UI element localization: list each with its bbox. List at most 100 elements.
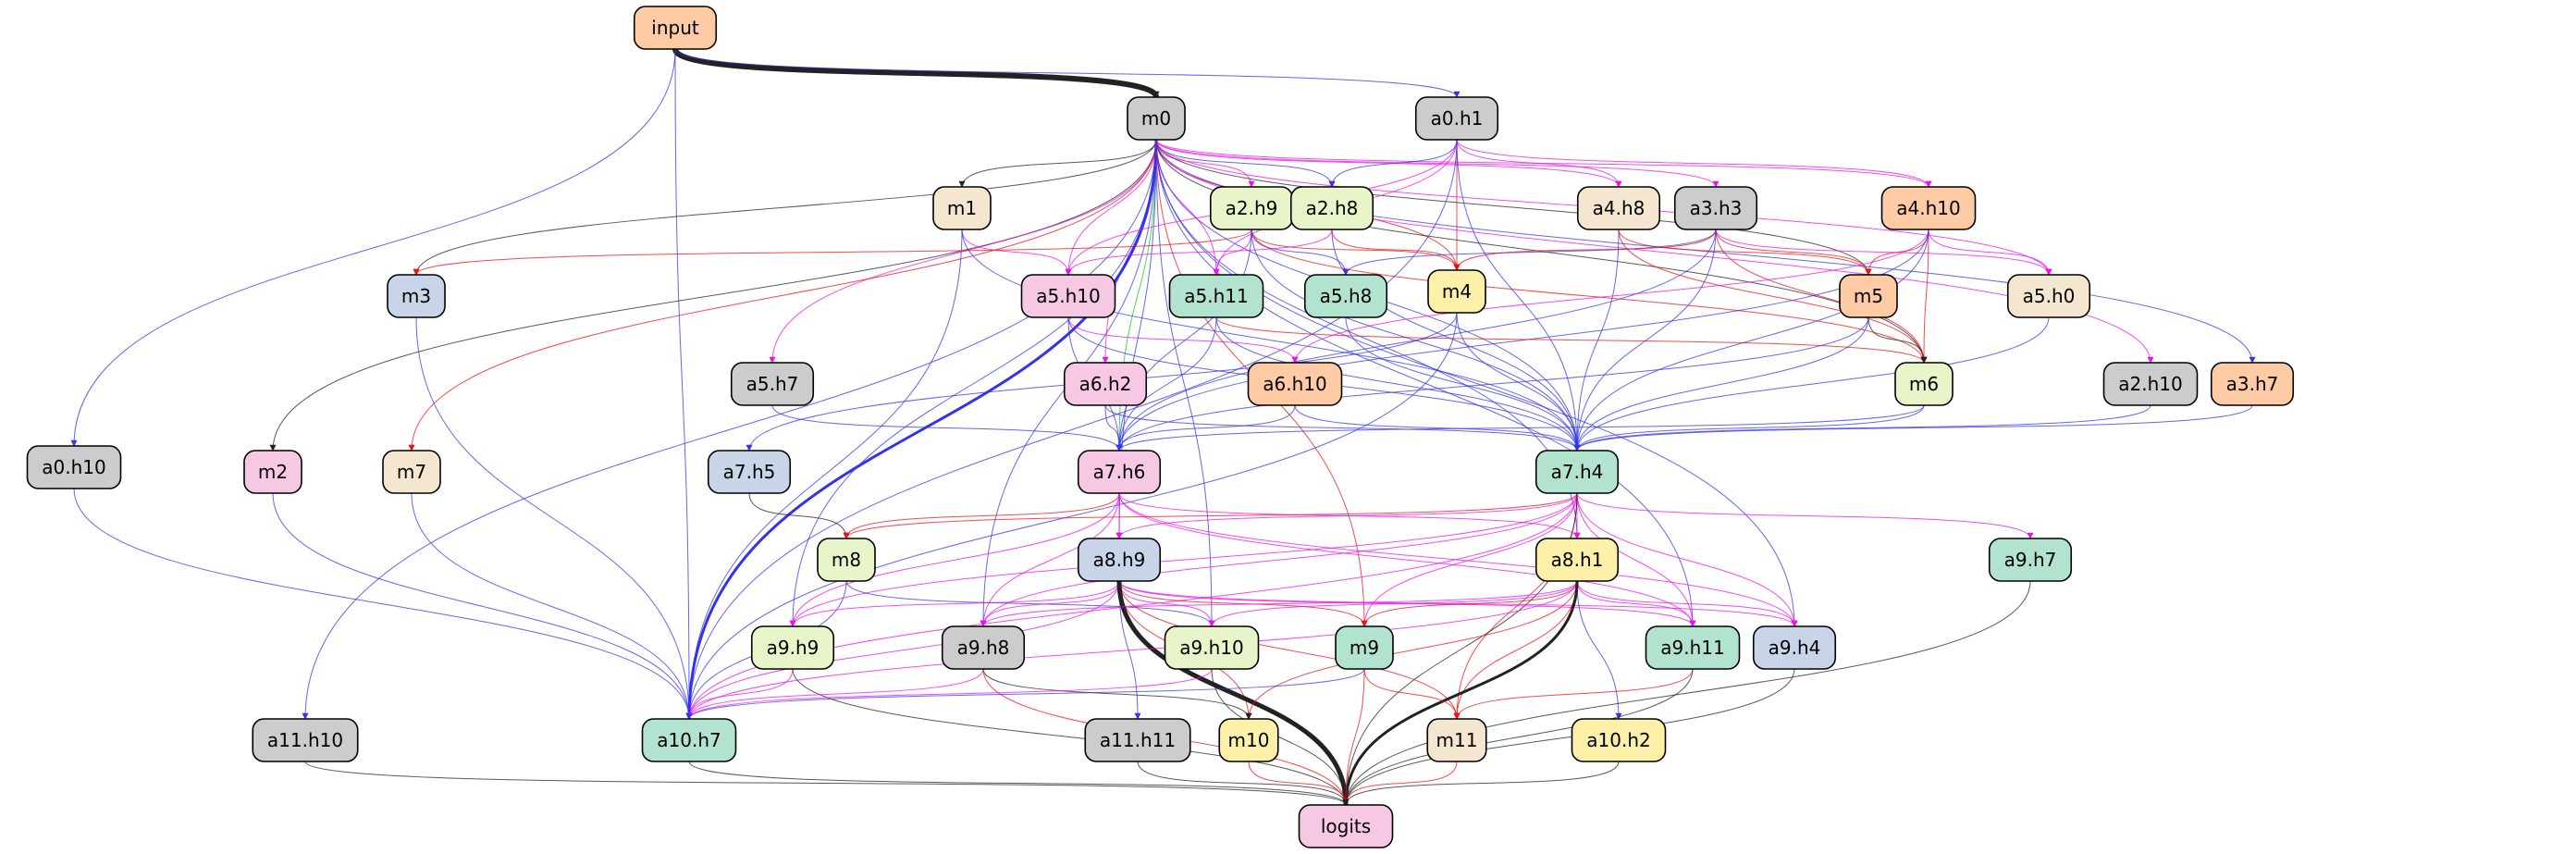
edge-m1-to-a7-h4 bbox=[961, 229, 1581, 452]
edge-m0-to-a9-h11 bbox=[1155, 139, 1696, 627]
node-a5-h0[interactable]: a5.h0 bbox=[2006, 274, 2091, 318]
edge-a0-h1-to-a4-h8 bbox=[1456, 139, 1622, 188]
node-box bbox=[1571, 718, 1667, 762]
node-a11-h10[interactable]: a11.h10 bbox=[252, 718, 359, 762]
node-label: a11.h11 bbox=[1100, 729, 1176, 751]
edge-a0-h1-to-a4-h10 bbox=[1456, 139, 1932, 188]
edge-m6-to-a7-h6 bbox=[1115, 404, 1925, 452]
node-label: a2.h8 bbox=[1306, 197, 1359, 219]
node-label: m9 bbox=[1350, 637, 1379, 659]
edge-a8-h1-to-m10 bbox=[1245, 580, 1578, 720]
edge-m0-to-a10-h7 bbox=[685, 139, 1158, 720]
node-a4-h10[interactable]: a4.h10 bbox=[1880, 186, 1977, 230]
edge-a9-h9-to-a10-h7 bbox=[685, 668, 794, 720]
node-box bbox=[1020, 274, 1116, 318]
node-a7-h6[interactable]: a7.h6 bbox=[1077, 450, 1162, 494]
node-input[interactable]: input bbox=[633, 6, 718, 50]
edge-a4-h10-to-a5-h0 bbox=[1928, 229, 2052, 276]
node-box bbox=[1303, 274, 1388, 318]
edge-a2-h9-to-a5-h8 bbox=[1251, 229, 1350, 276]
node-box bbox=[1576, 186, 1661, 230]
node-a9-h10[interactable]: a9.h10 bbox=[1164, 625, 1260, 670]
node-a5-h11[interactable]: a5.h11 bbox=[1168, 274, 1264, 318]
node-a2-h10[interactable]: a2.h10 bbox=[2102, 362, 2199, 406]
node-a2-h8[interactable]: a2.h8 bbox=[1289, 186, 1374, 230]
node-a9-h4[interactable]: a9.h4 bbox=[1752, 625, 1837, 670]
edge-a8-h9-to-logits bbox=[1116, 580, 1350, 806]
node-a9-h8[interactable]: a9.h8 bbox=[941, 625, 1026, 670]
node-label: a5.h10 bbox=[1036, 285, 1100, 307]
node-m8[interactable]: m8 bbox=[817, 538, 876, 582]
edge-m0-to-a2-h8 bbox=[1155, 139, 1336, 188]
node-a10-h2[interactable]: a10.h2 bbox=[1571, 718, 1667, 762]
node-label: m1 bbox=[947, 197, 977, 219]
node-label: a7.h5 bbox=[723, 461, 776, 483]
node-a8-h1[interactable]: a8.h1 bbox=[1535, 538, 1620, 582]
node-a7-h5[interactable]: a7.h5 bbox=[707, 450, 792, 494]
edge-a2-h9-to-m6 bbox=[1251, 229, 1928, 364]
node-a5-h10[interactable]: a5.h10 bbox=[1020, 274, 1116, 318]
node-box bbox=[1880, 186, 1977, 230]
node-m4[interactable]: m4 bbox=[1427, 269, 1486, 314]
edge-m11-to-logits bbox=[1342, 761, 1458, 806]
edge-a3-h3-to-m6 bbox=[1715, 229, 1928, 364]
edge-a8-h1-to-a9-h4 bbox=[1576, 580, 1798, 627]
node-box bbox=[1839, 274, 1898, 318]
node-box bbox=[1077, 538, 1162, 582]
node-a5-h7[interactable]: a5.h7 bbox=[730, 362, 815, 406]
node-label: a8.h9 bbox=[1093, 549, 1146, 571]
node-m5[interactable]: m5 bbox=[1839, 274, 1898, 318]
node-m11[interactable]: m11 bbox=[1426, 718, 1487, 762]
node-m3[interactable]: m3 bbox=[387, 274, 446, 318]
node-a6-h10[interactable]: a6.h10 bbox=[1247, 362, 1343, 406]
node-a6-h2[interactable]: a6.h2 bbox=[1063, 362, 1148, 406]
node-a4-h8[interactable]: a4.h8 bbox=[1576, 186, 1661, 230]
node-label: m11 bbox=[1436, 729, 1478, 751]
node-m10[interactable]: m10 bbox=[1218, 718, 1279, 762]
edge-m0-to-m3 bbox=[413, 139, 1157, 276]
node-box bbox=[382, 450, 441, 494]
node-m2[interactable]: m2 bbox=[243, 450, 302, 494]
node-m6[interactable]: m6 bbox=[1894, 362, 1954, 406]
node-a9-h11[interactable]: a9.h11 bbox=[1645, 625, 1741, 670]
edge-m0-to-a9-h10 bbox=[1155, 139, 1215, 627]
edge-m5-to-a7-h4 bbox=[1573, 316, 1869, 452]
node-box bbox=[2102, 362, 2199, 406]
node-m9[interactable]: m9 bbox=[1335, 625, 1394, 670]
node-box bbox=[387, 274, 446, 318]
node-box bbox=[641, 718, 737, 762]
node-a9-h7[interactable]: a9.h7 bbox=[1988, 538, 2073, 582]
edge-m0-to-a2-h10 bbox=[1155, 139, 2154, 364]
node-m0[interactable]: m0 bbox=[1127, 96, 1186, 141]
edge-a8-h1-to-a9-h10 bbox=[1208, 580, 1578, 627]
node-a0-h1[interactable]: a0.h1 bbox=[1414, 96, 1499, 141]
edge-a9-h10-to-a10-h7 bbox=[685, 668, 1213, 720]
node-a3-h7[interactable]: a3.h7 bbox=[2210, 362, 2295, 406]
node-a11-h11[interactable]: a11.h11 bbox=[1084, 718, 1191, 762]
node-a9-h9[interactable]: a9.h9 bbox=[750, 625, 835, 670]
edge-a7-h6-to-a9-h11 bbox=[1118, 492, 1696, 627]
node-a2-h9[interactable]: a2.h9 bbox=[1209, 186, 1294, 230]
node-label: a2.h9 bbox=[1226, 197, 1278, 219]
edge-a5-h8-to-a7-h4 bbox=[1345, 316, 1581, 452]
node-label: m7 bbox=[397, 461, 426, 483]
node-logits[interactable]: logits bbox=[1298, 804, 1394, 848]
node-m7[interactable]: m7 bbox=[382, 450, 441, 494]
edge-m0-to-a9-h9 bbox=[789, 139, 1157, 627]
edge-a2-h9-to-m4 bbox=[1251, 229, 1461, 271]
node-label: input bbox=[651, 17, 699, 39]
edge-a2-h10-to-a7-h4 bbox=[1573, 404, 2151, 452]
node-a5-h8[interactable]: a5.h8 bbox=[1303, 274, 1388, 318]
node-a3-h3[interactable]: a3.h3 bbox=[1673, 186, 1758, 230]
node-box bbox=[1426, 718, 1487, 762]
node-a8-h9[interactable]: a8.h9 bbox=[1077, 538, 1162, 582]
node-a0-h10[interactable]: a0.h10 bbox=[26, 445, 122, 489]
edge-m4-to-a10-h7 bbox=[685, 312, 1458, 720]
node-a7-h4[interactable]: a7.h4 bbox=[1535, 450, 1620, 494]
edge-a5-h0-to-a7-h4 bbox=[1573, 316, 2050, 452]
node-a10-h7[interactable]: a10.h7 bbox=[641, 718, 737, 762]
node-m1[interactable]: m1 bbox=[932, 186, 992, 230]
node-box bbox=[243, 450, 302, 494]
edge-a8-h1-to-logits bbox=[1342, 580, 1579, 806]
node-label: m6 bbox=[1909, 373, 1939, 395]
